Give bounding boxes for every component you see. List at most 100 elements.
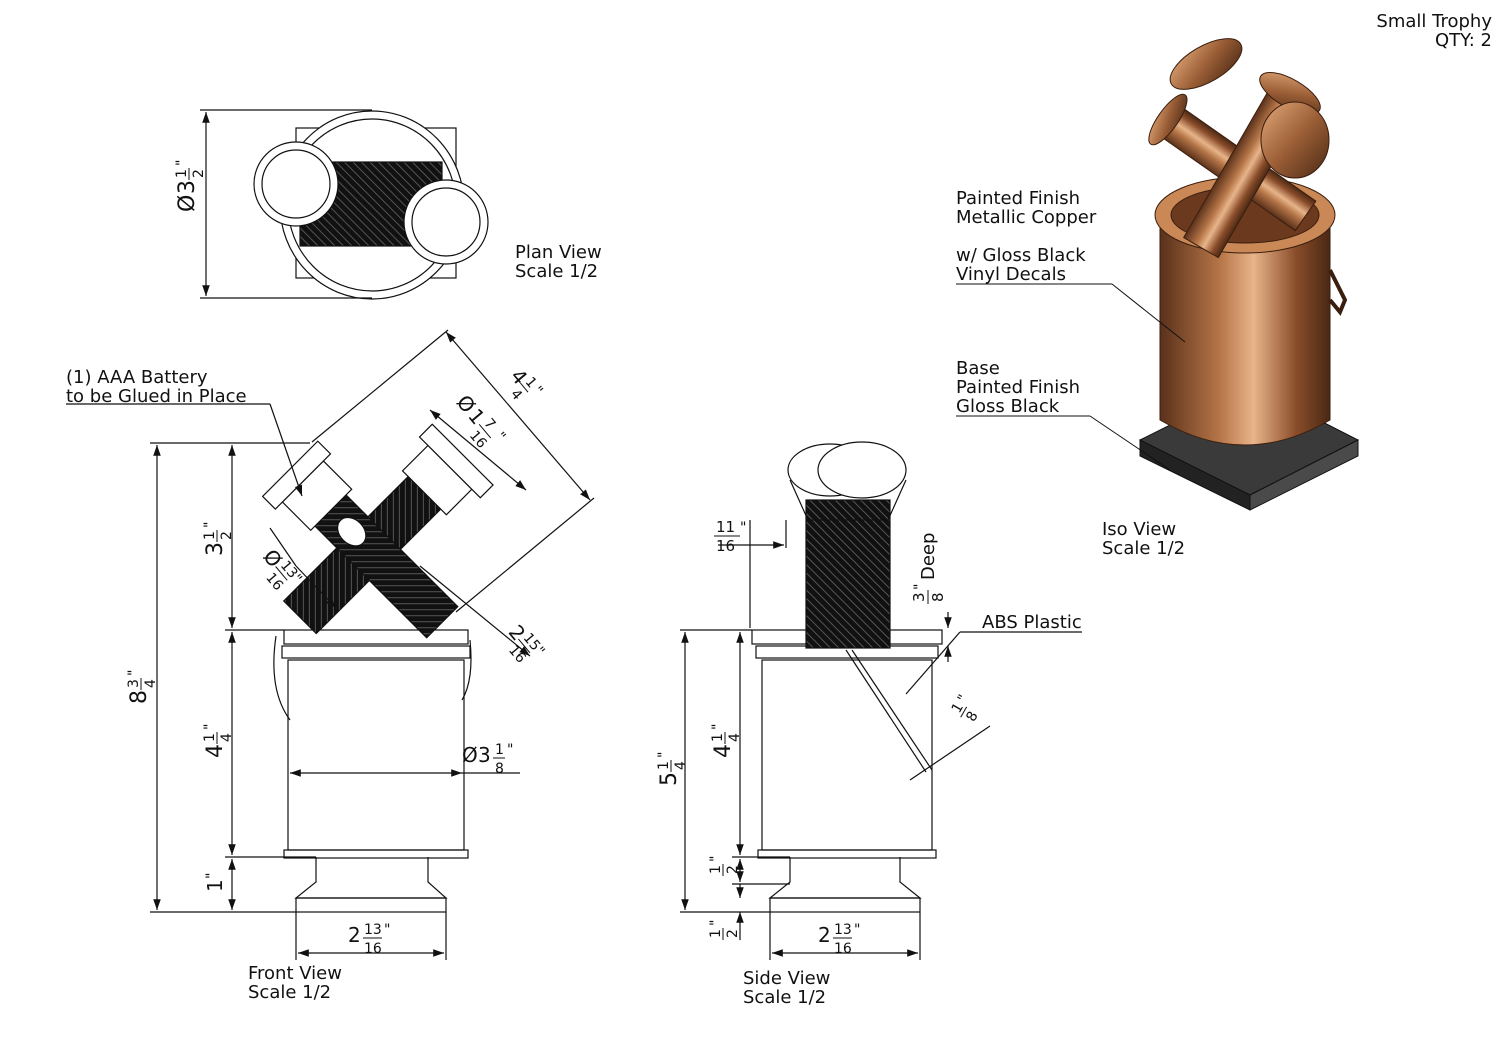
svg-text:1: 1	[174, 169, 190, 178]
side-rim-offset-dim: 11 16 "	[714, 518, 746, 555]
flashlight-body-dia-dim: Ø 13 16 "	[258, 545, 304, 594]
svg-text:2: 2	[219, 531, 235, 540]
svg-text:16: 16	[834, 941, 852, 957]
svg-text:3: 3	[910, 592, 928, 602]
flashlight-length-dim: 4 1 4 "	[506, 364, 546, 403]
plan-view-title: Plan View	[515, 242, 602, 263]
front-base-width-dim: 2 13 16 "	[348, 922, 390, 957]
svg-text:8: 8	[963, 709, 981, 725]
decal-callout-line1: w/ Gloss Black	[956, 245, 1086, 266]
side-view-title: Side View	[743, 968, 831, 989]
svg-text:": "	[740, 520, 746, 536]
front-view	[66, 329, 595, 960]
decal-callout-line2: Vinyl Decals	[956, 264, 1066, 285]
svg-text:2: 2	[818, 923, 831, 947]
material-callout: ABS Plastic	[982, 612, 1082, 633]
svg-text:3: 3	[478, 743, 491, 767]
side-flashlight-body	[805, 499, 891, 649]
side-base-height-dim: 1 2 "	[708, 920, 741, 940]
flashlight-head-dia-line	[429, 409, 527, 491]
front-can-diameter-dim: Ø 3 1 8 "	[462, 742, 513, 777]
svg-text:3: 3	[126, 679, 142, 688]
svg-text:": "	[854, 922, 860, 938]
svg-text:1: 1	[656, 761, 672, 770]
svg-text:Ø: Ø	[175, 195, 200, 212]
quantity-label: QTY: 2	[1434, 30, 1492, 51]
battery-callout-line2: to be Glued in Place	[66, 386, 247, 407]
iso-finish-leader	[1111, 283, 1186, 343]
svg-text:4: 4	[219, 733, 235, 742]
svg-text:1: 1	[495, 742, 504, 758]
battery-leader	[269, 403, 303, 497]
base-callout-line1: Base	[956, 358, 1000, 379]
svg-text:13: 13	[834, 922, 852, 938]
svg-text:4: 4	[507, 386, 525, 403]
side-base-width-dim: 2 13 16 "	[818, 922, 860, 957]
plan-head-left	[253, 141, 339, 227]
iso-base-right	[1249, 439, 1359, 511]
svg-text:8: 8	[495, 761, 504, 777]
iso-base-leader	[1089, 415, 1171, 471]
svg-text:": "	[202, 724, 218, 730]
battery-callout-line1: (1) AAA Battery	[66, 367, 208, 388]
finish-callout-line2: Metallic Copper	[956, 207, 1097, 228]
side-can-body	[761, 659, 933, 851]
svg-text:3: 3	[203, 542, 228, 556]
plan-head-right	[403, 179, 489, 265]
plan-view-scale: Scale 1/2	[515, 261, 599, 282]
svg-text:2: 2	[725, 929, 741, 938]
svg-text:8: 8	[127, 690, 152, 704]
flashlight-offset-line	[419, 565, 531, 657]
part-name: Small Trophy	[1376, 11, 1492, 32]
iso-head-top	[1169, 38, 1243, 90]
side-overall-height-dim: 5 1 4 "	[656, 752, 689, 786]
svg-text:1: 1	[202, 733, 218, 742]
front-base-plinth	[295, 897, 447, 913]
iso-can-body	[1159, 214, 1331, 446]
finish-callout-line1: Painted Finish	[956, 188, 1081, 209]
svg-text:": "	[710, 724, 726, 730]
iso-view	[956, 38, 1360, 511]
plan-head-left-lens	[261, 149, 331, 219]
front-flashlight-right	[261, 440, 459, 639]
svg-text:": "	[708, 856, 724, 862]
side-handle-thickness-line	[909, 725, 991, 781]
front-view-scale: Scale 1/2	[248, 982, 332, 1003]
svg-text:8: 8	[929, 592, 947, 602]
side-head-right	[817, 441, 907, 499]
base-callout-line2: Painted Finish	[956, 377, 1081, 398]
svg-text:16: 16	[364, 941, 382, 957]
svg-text:4: 4	[711, 744, 736, 758]
base-callout-line3: Gloss Black	[956, 396, 1060, 417]
svg-text:16: 16	[716, 537, 735, 555]
svg-text:": "	[492, 429, 508, 444]
svg-text:Ø: Ø	[462, 743, 478, 767]
front-can-bottom	[283, 849, 469, 859]
svg-text:": "	[204, 873, 220, 879]
side-base-plinth	[769, 897, 921, 913]
plan-diameter-dim: Ø 3 1 2 "	[174, 160, 207, 212]
svg-text:11: 11	[716, 518, 735, 536]
svg-text:": "	[202, 522, 218, 528]
svg-text:": "	[507, 742, 513, 758]
side-view	[680, 441, 1082, 960]
svg-text:1: 1	[710, 733, 726, 742]
side-handle	[851, 649, 933, 771]
svg-text:Deep: Deep	[918, 533, 939, 580]
plan-head-right-lens	[411, 187, 481, 257]
svg-text:13: 13	[364, 922, 382, 938]
svg-text:": "	[708, 920, 724, 926]
side-base-pedestal	[768, 857, 922, 899]
svg-text:1: 1	[708, 865, 724, 874]
iso-can-handle	[1328, 269, 1348, 316]
side-handle-thickness-dim: 1 8 "	[949, 692, 982, 725]
svg-text:": "	[656, 752, 672, 758]
front-base-pedestal	[294, 857, 448, 899]
front-top-height-dim: 3 1 2 "	[202, 522, 235, 556]
flashlight-body-dia-line	[295, 565, 337, 609]
front-can-bead	[281, 645, 471, 659]
svg-text:": "	[126, 670, 142, 676]
svg-text:4: 4	[727, 733, 743, 742]
